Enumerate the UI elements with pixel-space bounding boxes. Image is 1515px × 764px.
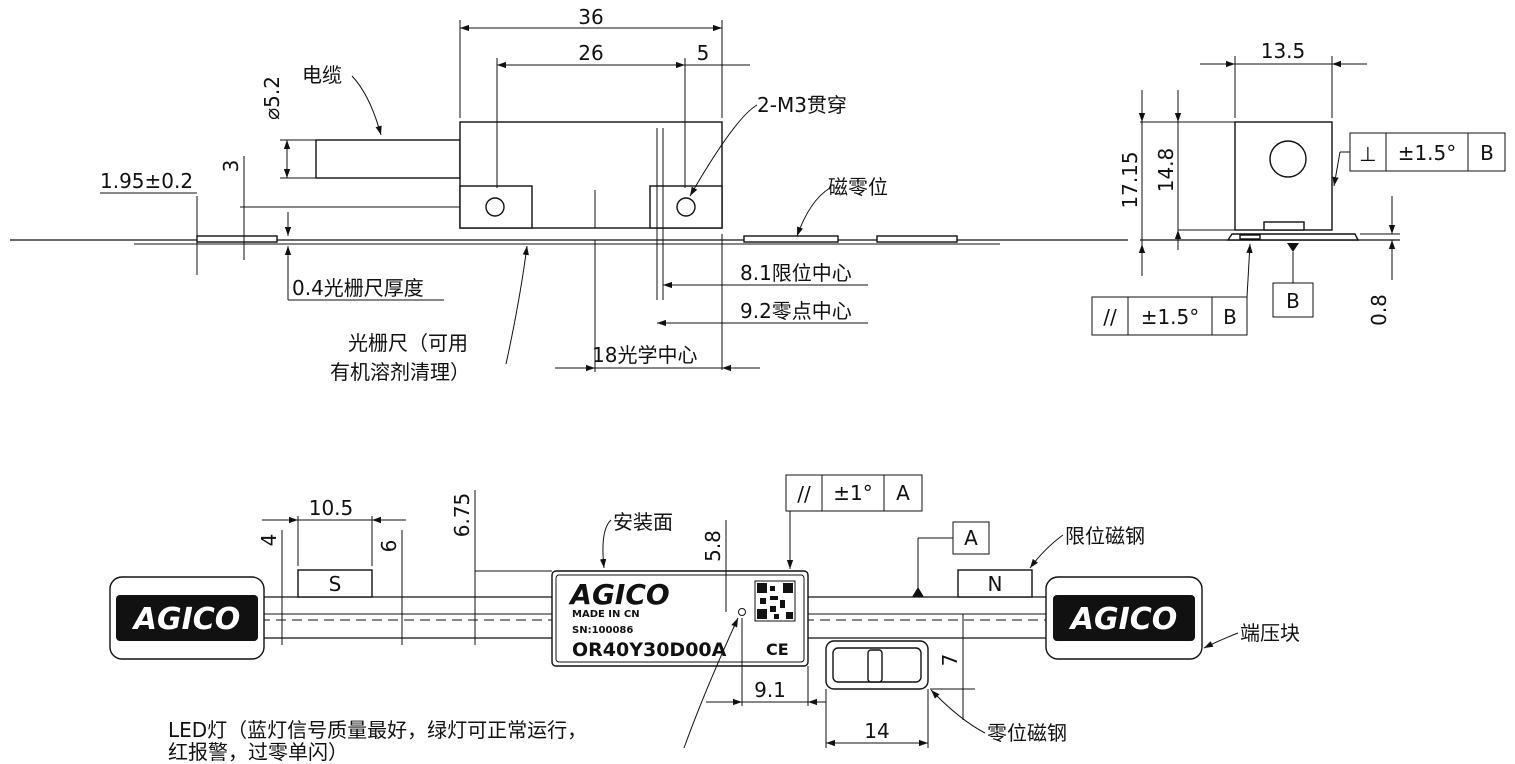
scale-leader — [505, 245, 529, 365]
dim-5-8: 5.8 — [701, 530, 725, 562]
qr-code — [754, 580, 796, 622]
fcf-parallelism-a: // ±1° A — [785, 474, 923, 569]
logo-right: AGICO — [1069, 602, 1178, 637]
made-in: MADE IN CN — [572, 609, 640, 620]
zero-magnet-label: 零位磁钢 — [987, 721, 1067, 745]
dim-0-8: 0.8 — [1367, 294, 1391, 326]
dim-7: 7 — [938, 654, 962, 667]
dim-13-5: 13.5 — [1261, 39, 1306, 63]
led-indicator — [738, 608, 746, 616]
limit-magnet-label: 限位磁钢 — [1065, 524, 1145, 548]
svg-text://: // — [797, 482, 811, 506]
dim-10-5: 10.5 — [309, 496, 354, 520]
reader-head — [551, 570, 809, 667]
svg-text:B: B — [1286, 289, 1300, 313]
model-number: OR40Y30D00A — [572, 639, 727, 661]
dim-14-8: 14.8 — [1154, 148, 1178, 193]
svg-text:S: S — [329, 572, 342, 596]
dim-18: 18光学中心 — [592, 343, 697, 367]
dim-17-15: 17.15 — [1118, 151, 1142, 208]
dim-9-2: 9.2零点中心 — [740, 299, 852, 323]
reader-logo: AGICO — [568, 578, 669, 611]
side-view: 13.5 17.15 14.8 0.8 ⊥ ±1.5° B — [1091, 39, 1506, 336]
magnet-s — [297, 569, 373, 598]
strip-piece-left — [196, 235, 278, 243]
svg-text:±1.5°: ±1.5° — [1398, 141, 1457, 165]
svg-text:B: B — [1223, 305, 1237, 329]
datum-a: A — [912, 521, 990, 597]
scale-label-2: 有机溶剂清理） — [330, 360, 470, 384]
fcf-parallelism-b: // ±1.5° B — [1091, 243, 1253, 336]
magnet-n — [957, 569, 1033, 598]
svg-text:A: A — [964, 526, 978, 550]
datum-b: B — [1272, 243, 1314, 318]
dim-4: 4 — [257, 534, 281, 547]
holes-label: 2-M3贯穿 — [757, 93, 847, 117]
dim-9-1: 9.1 — [754, 678, 786, 702]
zero-magnet-piece — [743, 235, 839, 243]
dim-26: 26 — [578, 41, 603, 65]
cable-label: 电缆 — [302, 63, 342, 87]
m3-hole-right — [676, 197, 696, 217]
led-label-1: LED灯（蓝灯信号质量最好，绿灯可正常运行， — [168, 718, 587, 742]
holes-leader — [689, 104, 758, 197]
logo-left: AGICO — [132, 602, 241, 637]
end-block-label: 端压块 — [1240, 621, 1300, 645]
dim-1-95: 1.95±0.2 — [100, 169, 193, 193]
top-view: 36 26 5 ⌀5.2 电缆 2-M3贯穿 磁零位 3 1.95±0.2 — [10, 5, 1128, 384]
dim-0-4: 0.4光栅尺厚度 — [292, 276, 424, 300]
cable — [315, 139, 461, 179]
side-foot — [1263, 221, 1305, 231]
dim-6: 6 — [377, 540, 401, 553]
dim-6-75: 6.75 — [450, 493, 474, 538]
fcf-perpendicularity: ⊥ ±1.5° B — [1332, 132, 1506, 187]
svg-text://: // — [1103, 305, 1117, 329]
m3-hole-left — [485, 197, 505, 217]
svg-text:±1.5°: ±1.5° — [1141, 305, 1200, 329]
strip-piece-right — [876, 235, 958, 243]
svg-text:N: N — [988, 572, 1003, 596]
svg-text:A: A — [896, 481, 910, 505]
svg-text:⊥: ⊥ — [1359, 142, 1376, 166]
dim-5: 5 — [697, 41, 710, 65]
dim-8-1: 8.1限位中心 — [740, 261, 852, 285]
led-leader — [683, 617, 739, 749]
dim-14: 14 — [864, 719, 889, 743]
dim-dia-5-2: ⌀5.2 — [260, 76, 284, 120]
dim-36: 36 — [578, 5, 603, 29]
svg-text:±1°: ±1° — [833, 481, 872, 505]
ce-mark: CE — [766, 640, 789, 659]
scale-label-1: 光栅尺（可用 — [348, 331, 468, 355]
mag-zero-label: 磁零位 — [828, 175, 888, 199]
side-cable-hole — [1269, 140, 1307, 178]
svg-text:B: B — [1480, 141, 1494, 165]
cable-leader — [351, 75, 382, 136]
dim-3: 3 — [219, 160, 243, 173]
led-label-2: 红报警，过零单闪） — [168, 740, 348, 764]
mount-surface-label: 安装面 — [613, 510, 673, 534]
mag-zero-leader — [796, 187, 831, 237]
bottom-view: AGICO AGICO S N AGICO MADE IN CN SN:1000… — [109, 474, 1300, 764]
serial-number: SN:100086 — [572, 625, 633, 636]
